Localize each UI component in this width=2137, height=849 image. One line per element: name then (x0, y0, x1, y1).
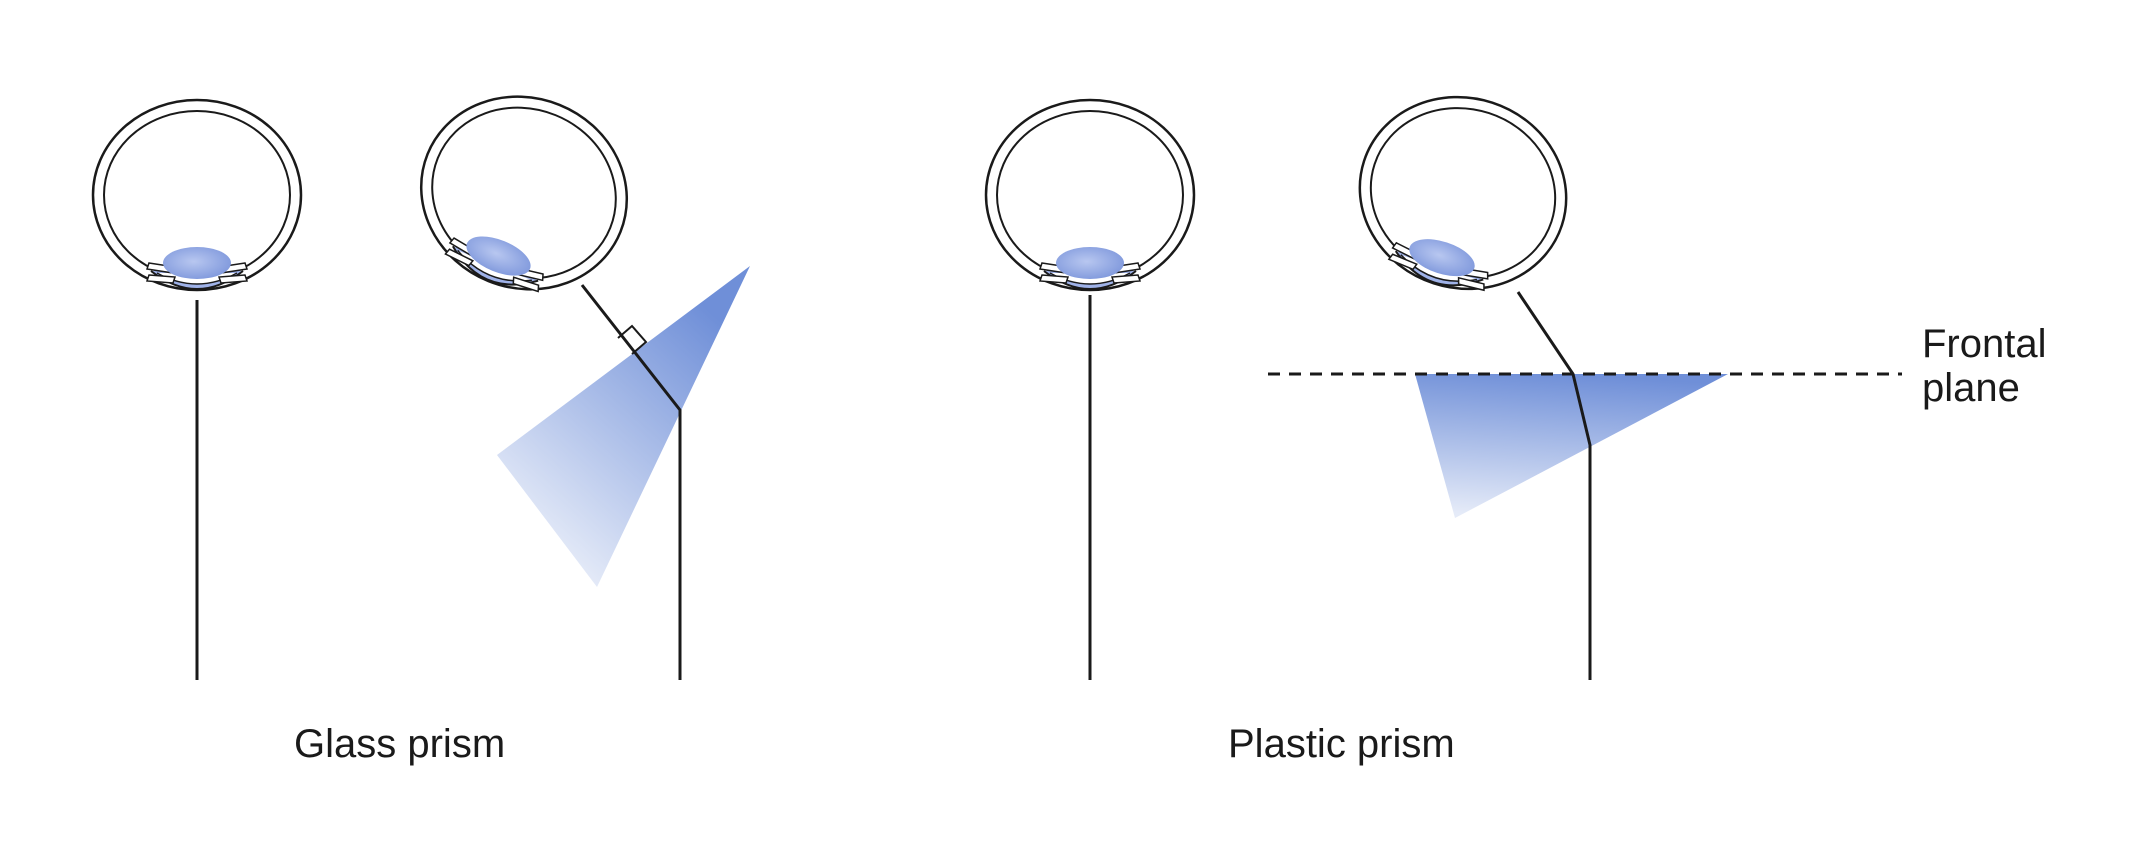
plastic-line-of-sight (1516, 291, 1592, 680)
eye-plastic-rotated (1333, 69, 1593, 317)
plastic-prism-panel (984, 69, 1902, 680)
right-angle-marker (617, 324, 648, 355)
eye-plastic-straight (984, 98, 1196, 680)
glass-line-of-sight (580, 284, 682, 680)
glass-prism-panel (91, 64, 750, 680)
plastic-prism-label: Plastic prism (1228, 722, 1455, 766)
glass-prism (497, 266, 750, 587)
eye-glass-rotated (390, 64, 658, 322)
eye-glass-straight (91, 98, 303, 680)
frontal-plane-label-line1: Frontal (1922, 322, 2047, 366)
glass-prism-label: Glass prism (294, 722, 506, 766)
plastic-prism (1415, 374, 1728, 518)
frontal-plane-label-line2: plane (1922, 366, 2020, 410)
frontal-plane-label: Frontal plane (1922, 322, 2047, 410)
